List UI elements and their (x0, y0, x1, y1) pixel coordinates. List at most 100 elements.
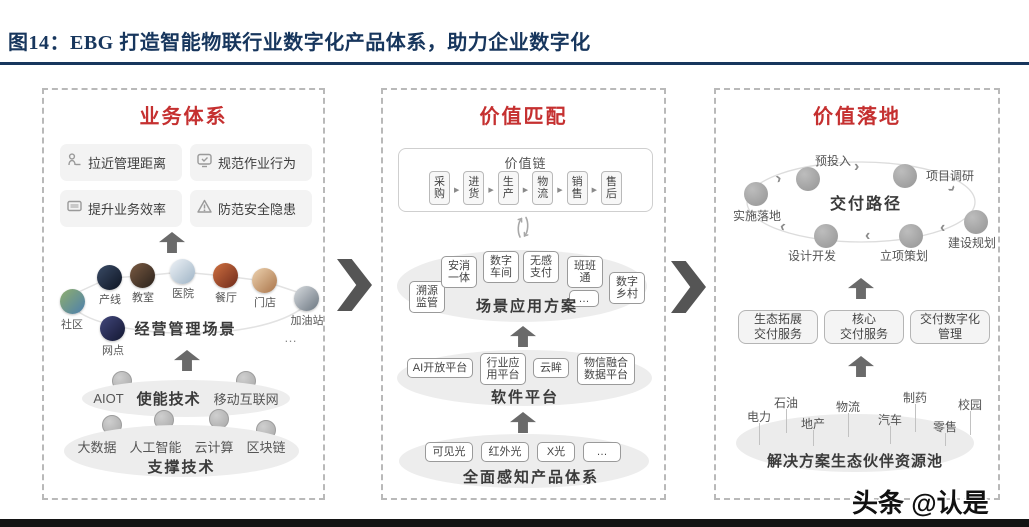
scene-photo-branch (100, 316, 125, 341)
chain-step: 采购 (429, 171, 451, 205)
partner-tick (759, 423, 760, 445)
scene-photo-classroom (130, 263, 155, 288)
partner-label: 汽车 (877, 413, 903, 427)
cycle-arrow-icon (940, 221, 945, 235)
up-arrow-icon (510, 412, 536, 433)
supporting-item: 人工智能 (129, 440, 182, 455)
scenario-item: 数字车间 (483, 251, 519, 283)
right-arrow-icon (488, 179, 493, 197)
benefit-list: 拉近管理距离 规范作业行为 提升业务效率 防范安全隐患 (60, 144, 312, 227)
cycle-node-planning (964, 210, 988, 234)
scene-label: 加油站 (290, 315, 324, 327)
partner-label: 零售 (932, 420, 958, 434)
benefit-item: 提升业务效率 (60, 190, 182, 227)
chain-step: 生产 (497, 171, 519, 205)
scenes-ellipsis: … (284, 330, 298, 345)
partner-label: 地产 (800, 417, 826, 431)
loop-sync-icon (513, 214, 533, 246)
partner-label: 校园 (957, 398, 983, 412)
scene-label: 教室 (132, 292, 154, 304)
partner-tick (848, 413, 849, 437)
scene-photo-production (97, 265, 122, 290)
chain-step: 销售 (566, 171, 588, 205)
up-arrow-icon (848, 278, 874, 299)
scenario-item: 数字乡村 (609, 272, 645, 304)
up-arrow-icon (848, 356, 874, 377)
cycle-node-implement (744, 182, 768, 206)
scenario-item: 班班通 (567, 256, 603, 288)
partner-tick (890, 426, 891, 444)
software-item: 物信融合数据平台 (577, 353, 635, 385)
panel3-title: 价值落地 (813, 106, 901, 128)
perception-item: 红外光 (481, 442, 529, 462)
cycle-node-initiate (899, 224, 923, 248)
scene-photo-gas-station (294, 286, 319, 311)
partners-ellipse (736, 414, 974, 472)
software-item: 行业应用平台 (480, 353, 526, 385)
chain-step: 售后 (600, 171, 622, 205)
supporting-title: 支撑技术 (147, 459, 216, 476)
bottom-divider (0, 519, 1029, 527)
benefit-item: 规范作业行为 (190, 144, 312, 181)
benefit-item: 防范安全隐患 (190, 190, 312, 227)
software-title: 软件平台 (491, 389, 560, 406)
scene-label: 产线 (99, 294, 121, 306)
scenario-item: 溯源监管 (409, 281, 445, 313)
service-box: 交付数字化 管理 (910, 310, 990, 344)
panel-business-system: 业务体系 拉近管理距离 规范作业行为 提升业务效率 防范安全隐患 社区 产线 教… (42, 88, 325, 500)
panel-value-landing: 价值落地 实施落地 预投入 项目调研 建设规划 立项策划 设计开发 交付路径 生… (714, 88, 1000, 500)
partner-tick (915, 404, 916, 432)
benefit-label: 拉近管理距离 (88, 156, 167, 171)
scene-photo-restaurant (213, 263, 238, 288)
scene-label: 门店 (254, 297, 276, 309)
benefit-label: 提升业务效率 (88, 202, 167, 217)
cycle-node-preinvest (796, 167, 820, 191)
enabling-title: 使能技术 (136, 391, 201, 408)
monitor-check-icon (196, 152, 213, 174)
partner-tick (786, 409, 787, 433)
scene-photo-hospital (170, 259, 195, 284)
scene-label: 医院 (172, 288, 194, 300)
partner-label: 制药 (902, 391, 928, 405)
scene-label: 餐厅 (215, 292, 237, 304)
perception-item: X光 (537, 442, 575, 462)
partner-label: 物流 (835, 400, 861, 414)
enabling-item: 移动互联网 (213, 392, 279, 407)
supporting-tech-ellipse: 大数据 人工智能 云计算 区块链 支撑技术 (64, 425, 299, 477)
title-divider (0, 62, 1029, 65)
perception-title: 全面感知产品体系 (463, 469, 600, 486)
scene-photo-store (252, 268, 277, 293)
chain-step: 物流 (532, 171, 554, 205)
screen-icon (66, 198, 83, 220)
cycle-node-design (814, 224, 838, 248)
panel2-title: 价值匹配 (479, 106, 568, 128)
benefit-item: 拉近管理距离 (60, 144, 182, 181)
cycle-label: 实施落地 (732, 209, 782, 223)
scenario-title: 场景应用方案 (476, 298, 579, 315)
cycle-label: 项目调研 (925, 169, 975, 183)
value-chain-box: 价值链 采购 进货 生产 物流 销售 售后 (398, 148, 653, 212)
scenario-item-more: … (569, 290, 599, 307)
software-item: AI开放平台 (407, 358, 473, 378)
watermark: 头条 @认是 (852, 488, 989, 518)
service-box: 核心 交付服务 (824, 310, 904, 344)
cycle-node-research (893, 164, 917, 188)
flow-chevron-icon (671, 261, 706, 313)
figure-title: 图14：EBG 打造智能物联行业数字化产品体系，助力企业数字化 (8, 32, 591, 54)
partner-tick (945, 433, 946, 446)
supporting-item: 云计算 (194, 440, 234, 455)
partner-tick (813, 430, 814, 446)
partners-title: 解决方案生态伙伴资源池 (766, 453, 943, 470)
flow-chevron-icon (337, 259, 372, 311)
cycle-label: 设计开发 (787, 249, 837, 263)
right-arrow-icon (523, 179, 528, 197)
cycle-arrow-icon (854, 160, 859, 174)
cycle-title: 交付路径 (829, 196, 902, 213)
scene-label: 网点 (102, 345, 124, 357)
enabling-tech-ellipse: AIOT 使能技术 移动互联网 (82, 380, 290, 417)
right-arrow-icon (454, 179, 459, 197)
panel1-title: 业务体系 (139, 106, 228, 128)
supporting-item: 大数据 (77, 440, 117, 455)
person-icon (66, 152, 83, 174)
benefit-label: 防范安全隐患 (218, 202, 297, 217)
